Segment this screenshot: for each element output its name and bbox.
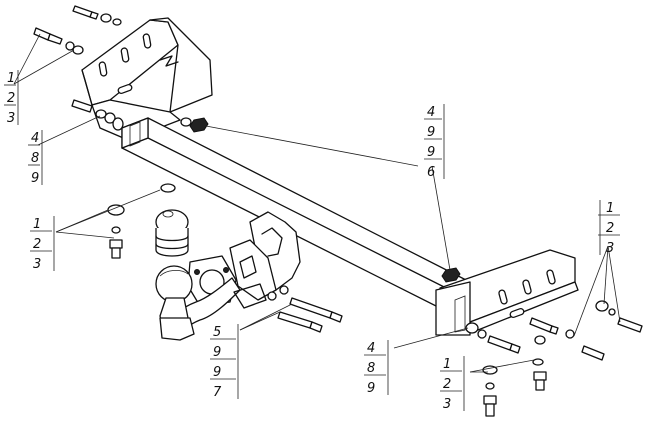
- tow-ball-neck: [155, 211, 301, 341]
- callout-label: 1: [7, 71, 15, 86]
- callout-label: 3: [33, 257, 41, 272]
- callout-label: 9: [427, 125, 435, 140]
- callout-label: 6: [427, 165, 435, 180]
- ball-cover: [155, 209, 189, 257]
- leader-lines: [13, 33, 621, 373]
- callout-label: 3: [443, 397, 451, 412]
- main-crossbar: [121, 117, 471, 311]
- right-mounting-bracket: [435, 249, 579, 336]
- callout-group: 1 2 3: [4, 70, 19, 126]
- callout-label: 5: [213, 325, 221, 340]
- callout-label: 2: [7, 91, 15, 106]
- callout-label: 9: [213, 345, 221, 360]
- callout-group: 4 8 9: [28, 130, 43, 186]
- callout-label: 2: [606, 221, 614, 236]
- callout-label: 4: [427, 105, 435, 120]
- callout-label: 9: [31, 171, 39, 186]
- callout-group: 1 2 3: [598, 200, 620, 256]
- fasteners: [33, 5, 643, 417]
- callout-label: 1: [33, 217, 41, 232]
- callout-group: 5 9 9 7: [210, 324, 239, 400]
- callout-label: 4: [31, 131, 39, 146]
- callout-group: 4 8 9: [364, 340, 389, 396]
- callout-label: 9: [367, 381, 375, 396]
- callout-group: 4 9 9 6: [424, 104, 445, 180]
- callout-label: 9: [213, 365, 221, 380]
- callout-label: 4: [367, 341, 375, 356]
- callout-label: 8: [367, 361, 375, 376]
- callout-label: 3: [7, 111, 15, 126]
- callout-label: 2: [443, 377, 451, 392]
- callout-label: 3: [606, 241, 614, 256]
- callout-label: 1: [443, 357, 451, 372]
- callout-group: 1 2 3: [30, 216, 55, 272]
- callout-label: 1: [606, 201, 614, 216]
- left-mounting-bracket: [81, 17, 213, 141]
- callout-label: 9: [427, 145, 435, 160]
- callout-label: 7: [213, 385, 222, 400]
- callout-label: 2: [33, 237, 41, 252]
- callout-group: 1 2 3: [440, 356, 465, 412]
- callout-label: 8: [31, 151, 39, 166]
